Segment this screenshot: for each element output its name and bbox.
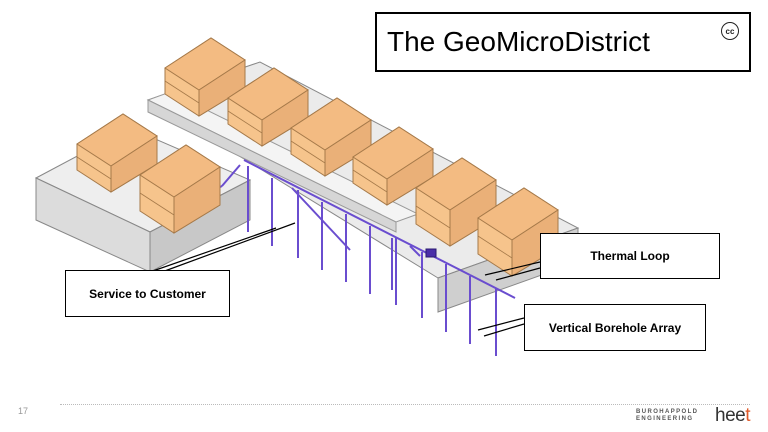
heet-logo-accent: t — [745, 405, 750, 426]
callout-pointer-borehole-1 — [477, 317, 525, 331]
house — [415, 157, 497, 247]
callout-pointer-service-2 — [161, 222, 296, 273]
callout-thermal-label: Thermal Loop — [590, 249, 670, 263]
callout-service-to-customer: Service to Customer — [65, 270, 230, 317]
vertical-borehole-array — [247, 166, 497, 356]
callout-service-label: Service to Customer — [89, 286, 206, 301]
callout-pointer-thermal-2 — [495, 267, 541, 281]
callout-borehole-label: Vertical Borehole Array — [548, 320, 682, 335]
street-trench-wall — [147, 99, 397, 233]
house — [164, 37, 246, 117]
title-box: The GeoMicroDistrict cc — [375, 12, 751, 72]
footer-divider — [60, 404, 750, 405]
house — [139, 144, 221, 234]
creative-commons-icon: cc — [721, 22, 739, 40]
callout-pointer-thermal-1 — [484, 261, 541, 276]
heat-exchanger-unit — [425, 248, 437, 258]
slide-title: The GeoMicroDistrict — [387, 26, 650, 57]
house — [290, 97, 372, 177]
logo-line-2: ENGINEERING — [636, 416, 694, 422]
burohappold-logo: BUROHAPPOLD ENGINEERING — [636, 409, 700, 423]
callout-pointer-service-1 — [149, 227, 277, 273]
callout-thermal-loop: Thermal Loop — [540, 233, 720, 279]
house — [352, 126, 434, 206]
callout-pointer-borehole-2 — [483, 323, 525, 337]
house — [477, 187, 559, 277]
house — [227, 67, 309, 147]
heet-logo: heet — [715, 405, 750, 427]
house — [76, 113, 158, 193]
callout-vertical-borehole-array: Vertical Borehole Array — [524, 304, 706, 351]
slide-number: 17 — [18, 406, 29, 416]
heet-logo-main: hee — [715, 405, 746, 426]
logo-line-1: BUROHAPPOLD — [636, 409, 699, 415]
